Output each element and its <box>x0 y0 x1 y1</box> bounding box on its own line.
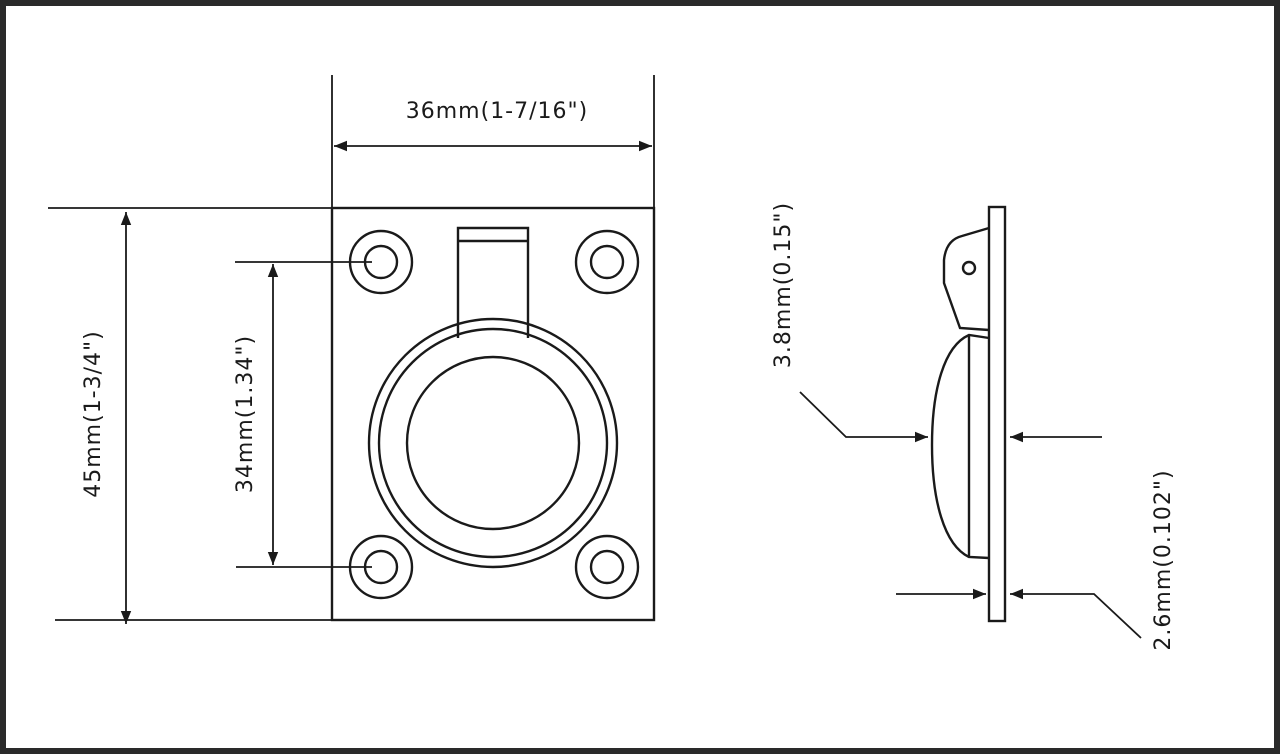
width-label: 36mm(1-7/16") <box>406 99 588 124</box>
mounting-plate <box>330 206 656 622</box>
ring-projection-dimension: 3.8mm(0.15") <box>771 202 1102 443</box>
hinge-tab <box>456 226 530 338</box>
side-view <box>930 205 1007 623</box>
plate-thickness-label: 2.6mm(0.102") <box>1151 469 1176 650</box>
side-hinge-bracket <box>942 226 990 332</box>
height-label: 45mm(1-3/4") <box>81 330 106 497</box>
plate-thickness-dimension: 2.6mm(0.102") <box>896 469 1176 651</box>
screw-hole-bottom-right <box>574 534 640 600</box>
hole-spacing-label: 34mm(1.34") <box>233 335 258 493</box>
side-ring-profile <box>930 333 990 560</box>
screw-hole-top-right <box>574 229 640 295</box>
height-dimension: 45mm(1-3/4") <box>48 207 332 624</box>
front-view <box>330 206 656 622</box>
side-plate <box>987 205 1007 623</box>
width-dimension: 36mm(1-7/16") <box>331 75 655 208</box>
pull-ring <box>367 317 619 569</box>
hole-spacing-dimension: 34mm(1.34") <box>233 261 372 568</box>
bracket-hole <box>961 260 977 276</box>
ring-projection-label: 3.8mm(0.15") <box>771 202 796 368</box>
